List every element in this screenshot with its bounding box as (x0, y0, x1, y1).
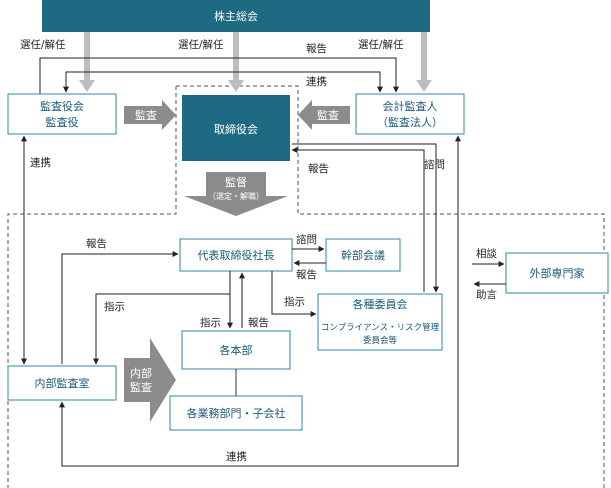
audit-board-label-2: 監査役 (46, 115, 79, 129)
liaison-left-label: 連携 (30, 156, 51, 169)
president-label: 代表取締役社長 (198, 248, 275, 262)
report-exec-label: 報告 (296, 268, 317, 281)
inquiry-exec-label: 諮問 (296, 233, 317, 246)
liaison-bottom-label: 連携 (226, 450, 247, 463)
liaison-bottom-line (59, 135, 461, 467)
internal-audit-arrow-label-1: 内部 (130, 366, 152, 380)
committees-sub-label-2: 委員会等 (363, 335, 398, 346)
report-president-label: 報告 (86, 237, 107, 250)
report-top-line (39, 57, 399, 94)
committees-sub-label-1: コンプライアンス・リスク管理 (321, 322, 440, 333)
elect-center-label: 選任/解任 (178, 38, 224, 51)
liaison-top-line (63, 71, 383, 93)
instruct-committee-label: 指示 (284, 295, 305, 308)
elect-left-label: 選任/解任 (20, 38, 66, 51)
audit-left-arrow (124, 100, 176, 130)
audit-left-label: 監査 (135, 108, 157, 122)
divisions-label: 各本部 (220, 343, 253, 357)
shareholders-label: 株主総会 (214, 9, 258, 23)
shareholders-box (42, 0, 430, 32)
election-arrows (79, 32, 432, 92)
accounting-auditor-label-2: （監査法人） (377, 115, 443, 129)
executive-meeting-label: 幹部会議 (341, 248, 385, 262)
report-mid-label: 報告 (308, 162, 329, 175)
internal-audit-arrow (124, 338, 176, 422)
supervise-label: 監督 (225, 175, 247, 189)
elect-right-label: 選任/解任 (358, 38, 404, 51)
instruct-left-label: 指示 (104, 300, 125, 313)
accounting-auditor-box (355, 93, 465, 135)
inquiry-right-label: 諮問 (424, 158, 445, 171)
supervise-sub-label: （選定・解職） (208, 191, 264, 201)
committees-label: 各種委員会 (353, 297, 408, 311)
audit-right-arrow (298, 100, 350, 130)
accounting-auditor-label-1: 会計監査人 (383, 99, 438, 113)
report-top-label: 報告 (306, 42, 327, 55)
report-div-label: 報告 (248, 316, 269, 329)
audit-right-label: 監査 (317, 108, 339, 122)
board-label: 取締役会 (214, 122, 258, 136)
audit-board-box (7, 93, 117, 135)
departments-label: 各業務部門・子会社 (187, 406, 286, 420)
external-experts-box (505, 252, 609, 294)
audit-board-label-1: 監査役会 (40, 99, 84, 113)
advice-label: 助言 (476, 288, 497, 301)
instruct-div-label: 指示 (200, 316, 221, 329)
external-experts-label: 外部専門家 (530, 266, 585, 280)
consult-label: 相談 (476, 247, 497, 260)
liaison-top-label: 連携 (306, 75, 327, 88)
internal-audit-arrow-label-2: 監査 (130, 380, 152, 394)
internal-audit-label: 内部監査室 (35, 376, 90, 390)
